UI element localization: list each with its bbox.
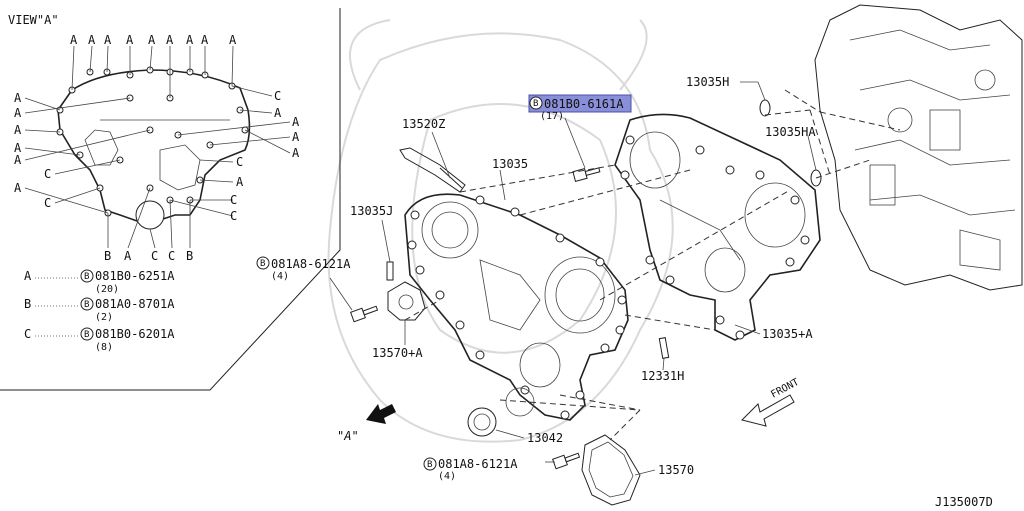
svg-text:B: B [24,297,31,311]
svg-text:B: B [84,272,89,282]
svg-text:A: A [201,33,209,47]
svg-text:C: C [44,167,51,181]
svg-text:(8): (8) [95,342,113,353]
svg-text:C: C [44,196,51,210]
watermark-emblem [327,19,674,443]
lower-gasket [581,434,641,506]
svg-text:A: A [14,153,22,167]
svg-text:C: C [24,327,31,341]
water-pump-gasket [387,281,426,321]
legend-row-b[interactable]: B B 081A0-8701A (2) [24,297,175,323]
svg-text:A: A [229,33,237,47]
view-a-right-letters: C A A A A C A C C [230,89,300,223]
label-13570[interactable]: 13570 [658,463,694,477]
svg-text:(4): (4) [438,471,456,482]
svg-text:A: A [14,123,22,137]
svg-text:B: B [427,460,432,470]
svg-text:A: A [14,141,22,155]
svg-text:A: A [14,106,22,120]
svg-text:(2): (2) [95,312,113,323]
engine-block [814,4,1023,291]
svg-text:C: C [151,249,158,263]
svg-text:081A8-6121A: 081A8-6121A [438,457,518,471]
svg-text:A: A [166,33,174,47]
svg-text:A: A [70,33,78,47]
dipstick-tube [399,147,466,193]
svg-text:B: B [84,300,89,310]
label-13035h[interactable]: 13035H [686,75,729,89]
label-13035-a[interactable]: 13035+A [762,327,813,341]
svg-text:A: A [292,115,300,129]
svg-text:(20): (20) [95,284,119,295]
svg-text:C: C [230,193,237,207]
svg-text:081B0-6161A: 081B0-6161A [544,97,624,111]
svg-text:(17): (17) [540,111,564,122]
svg-text:A: A [126,33,134,47]
view-a-leaders [24,45,291,249]
svg-text:A: A [104,33,112,47]
view-a-arrow-icon: "A" [337,404,396,443]
bolt-legend: A B 081B0-6251A (20) B B 081A0-8701A (2)… [24,269,175,353]
diagram-code: J135007D [935,495,993,509]
svg-text:A: A [14,181,22,195]
label-13042[interactable]: 13042 [527,431,563,445]
front-arrow: FRONT [741,377,801,427]
svg-text:B: B [84,330,89,340]
label-13035j[interactable]: 13035J [350,204,393,218]
label-13035ha[interactable]: 13035HA [765,125,816,139]
svg-text:B: B [533,99,538,109]
svg-text:081A0-8701A: 081A0-8701A [95,297,175,311]
label-13035[interactable]: 13035 [492,157,528,171]
view-a-cover-outline [57,69,251,230]
svg-text:B: B [186,249,193,263]
callout-leaders [329,81,817,476]
view-a-title: VIEW"A" [8,13,59,27]
svg-text:081B0-6201A: 081B0-6201A [95,327,175,341]
view-a-left-letters: A A A A A C C A [14,91,51,210]
svg-text:081B0-6251A: 081B0-6251A [95,269,175,283]
svg-text:C: C [274,89,281,103]
svg-text:"A": "A" [337,429,359,443]
svg-text:A: A [124,249,132,263]
label-13520z[interactable]: 13520Z [402,117,445,131]
svg-text:081A8-6121A: 081A8-6121A [271,257,351,271]
assembly-dashed-lines [404,89,901,441]
bolt-icons [350,167,601,470]
label-12331h[interactable]: 12331H [641,369,684,383]
svg-text:C: C [168,249,175,263]
svg-text:A: A [14,91,22,105]
svg-text:B: B [104,249,111,263]
legend-row-c[interactable]: C B 081B0-6201A (8) [24,327,175,353]
svg-text:A: A [236,175,244,189]
svg-text:A: A [186,33,194,47]
callout-highlight [528,94,632,113]
o-rings [759,99,822,187]
svg-text:B: B [260,259,265,269]
svg-text:(4): (4) [271,271,289,282]
bolt-callout-081a8-6121a-bottom[interactable]: B 081A8-6121A (4) [423,457,518,482]
svg-text:C: C [236,155,243,169]
svg-text:A: A [292,130,300,144]
legend-row-a[interactable]: A B 081B0-6251A (20) [24,269,175,295]
front-oil-seal [467,387,535,437]
label-13570-a[interactable]: 13570+A [372,346,423,360]
svg-text:A: A [148,33,156,47]
svg-text:FRONT: FRONT [769,377,801,401]
svg-text:A: A [88,33,96,47]
view-a-top-letters: A A A A A A A A A [70,33,237,47]
view-a-panel-border [0,8,341,391]
svg-text:A: A [274,106,282,120]
svg-text:A: A [24,269,32,283]
svg-text:A: A [292,146,300,160]
outer-timing-cover [404,193,629,421]
view-a-bottom-letters: B A C C B [104,249,193,263]
bolt-callout-081b0-6161a[interactable]: B 081B0-6161A (17) [528,94,632,122]
svg-text:C: C [230,209,237,223]
bolt-callout-081a8-6121a-left[interactable]: B 081A8-6121A (4) [256,256,351,282]
inner-timing-cover [614,113,821,341]
